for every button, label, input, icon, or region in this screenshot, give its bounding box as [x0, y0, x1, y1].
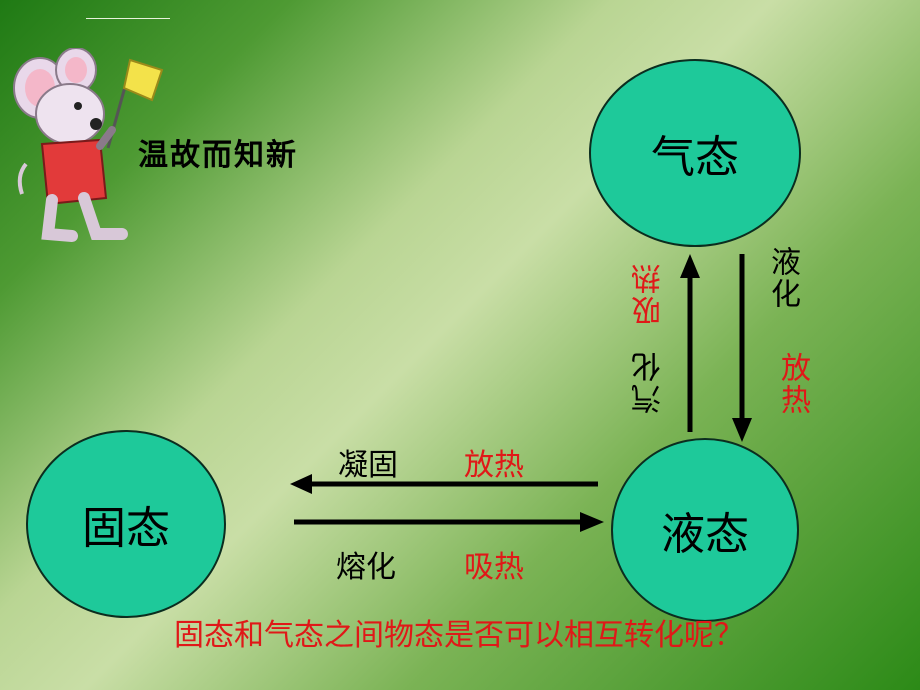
melt-heat-label: 吸热: [464, 550, 524, 585]
gas-state-label: 气态: [651, 132, 739, 183]
arrow-liquid-to-gas: [680, 254, 700, 432]
title-underline: [86, 18, 170, 19]
arrow-liquid-to-solid: [290, 474, 598, 494]
melt-label: 熔化: [336, 550, 396, 585]
solid-state-label: 固态: [82, 503, 170, 554]
solidify-heat-label: 放热: [464, 448, 524, 483]
liquid-state-label: 液态: [661, 509, 749, 560]
solidify-label: 凝固: [338, 448, 398, 483]
liquid-state-node: 液态: [611, 438, 799, 622]
vaporize-label: 汽化: [632, 350, 667, 414]
subtitle: 温故而知新: [138, 138, 298, 173]
vaporize-heat-label: 吸热: [632, 262, 667, 326]
arrow-solid-to-liquid: [294, 512, 604, 532]
gas-state-node: 气态: [589, 59, 801, 247]
question-text: 固态和气态之间物态是否可以相互转化呢？: [174, 618, 744, 653]
mouse-mascot-icon: [13, 48, 164, 242]
arrow-gas-to-liquid: [732, 254, 752, 442]
liquefy-label: 液化: [765, 246, 800, 310]
liquefy-heat-label: 放热: [775, 352, 810, 416]
solid-state-node: 固态: [26, 430, 226, 618]
